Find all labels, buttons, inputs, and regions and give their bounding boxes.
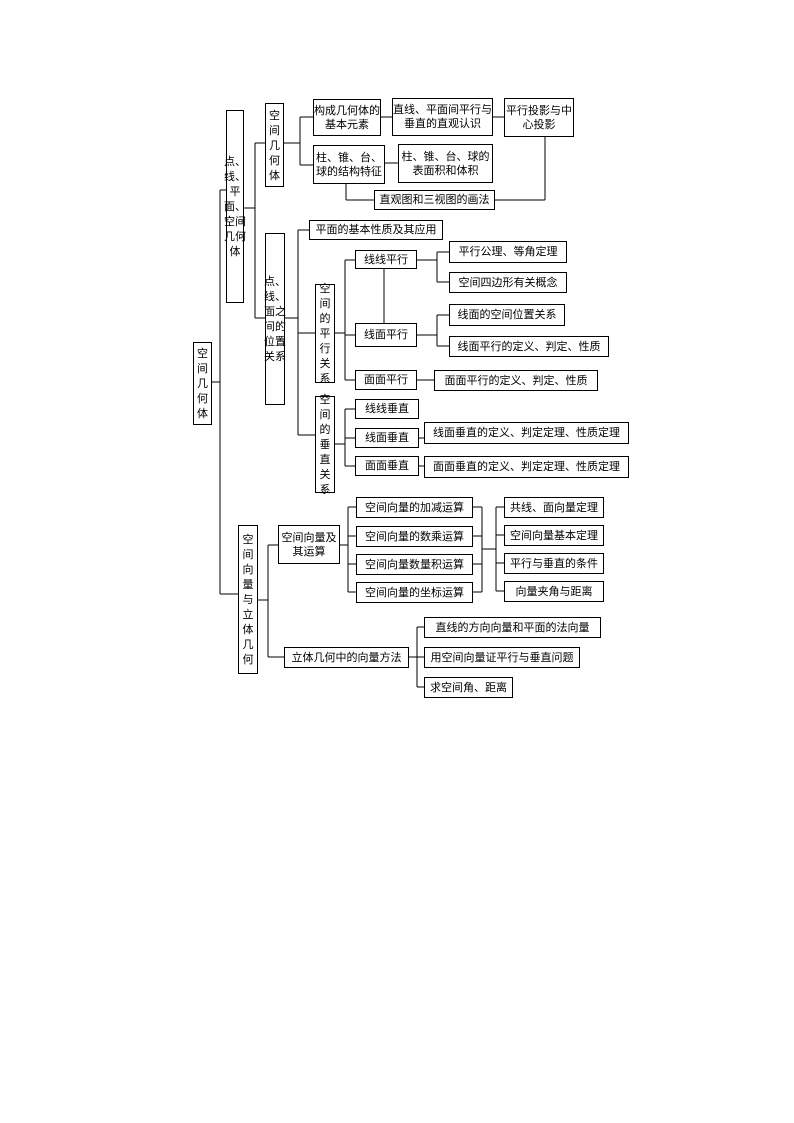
node-vector-scalar-multiply: 空间向量的数乘运算 <box>356 526 473 547</box>
node-line-line-parallel: 线线平行 <box>355 250 417 269</box>
node-vector-operations: 空间向量及其运算 <box>278 525 340 564</box>
node-plane-plane-parallel: 面面平行 <box>355 370 417 390</box>
node-line-line-perpendicular: 线线垂直 <box>355 399 419 419</box>
node-parallel-axiom: 平行公理、等角定理 <box>449 241 567 263</box>
node-spatial-quadrilateral: 空间四边形有关概念 <box>449 272 567 293</box>
node-drawing-methods: 直观图和三视图的画法 <box>374 190 495 210</box>
node-projection: 平行投影与中心投影 <box>504 98 574 137</box>
root-node: 空间几何体 <box>193 342 212 425</box>
node-solid-geometry: 空间几何体 <box>265 103 284 187</box>
node-plane-plane-perpendicular-def: 面面垂直的定义、判定定理、性质定理 <box>424 456 629 478</box>
node-perpendicular-relations: 空间的垂直关系 <box>315 393 335 496</box>
node-vector-methods: 立体几何中的向量方法 <box>284 647 409 668</box>
node-plane-basic-properties: 平面的基本性质及其应用 <box>309 220 443 240</box>
node-parallel-perpendicular-conditions: 平行与垂直的条件 <box>504 553 604 574</box>
branch-points-lines-planes: 点、线、平面、空间几何体 <box>224 110 246 303</box>
node-vector-basis-theorem: 空间向量基本定理 <box>504 525 604 546</box>
node-angle-distance: 向量夹角与距离 <box>504 581 604 602</box>
node-vector-add-subtract: 空间向量的加减运算 <box>356 497 473 518</box>
branch-space-vectors: 空间向量与立体几何 <box>238 525 258 674</box>
node-vector-dot-product: 空间向量数量积运算 <box>356 554 473 575</box>
node-vector-coordinate-operations: 空间向量的坐标运算 <box>356 582 473 603</box>
node-line-plane-position: 线面的空间位置关系 <box>449 304 565 326</box>
node-line-plane-perpendicular-def: 线面垂直的定义、判定定理、性质定理 <box>424 422 629 444</box>
node-line-plane-parallel-def: 线面平行的定义、判定、性质 <box>449 336 609 357</box>
node-collinear-coplanar-theorem: 共线、面向量定理 <box>504 497 604 518</box>
node-plane-plane-parallel-def: 面面平行的定义、判定、性质 <box>434 370 598 391</box>
node-prove-parallel-perpendicular: 用空间向量证平行与垂直问题 <box>424 647 580 668</box>
node-basic-elements: 构成几何体的基本元素 <box>313 99 381 136</box>
node-angles-distances: 求空间角、距离 <box>424 677 513 698</box>
node-line-plane-parallel: 线面平行 <box>355 323 417 347</box>
node-line-plane-perpendicular: 线面垂直 <box>355 428 419 448</box>
node-positional-relations: 点、线、面之间的位置关系 <box>264 233 286 405</box>
node-direction-normal-vectors: 直线的方向向量和平面的法向量 <box>424 617 601 638</box>
node-surface-area-volume: 柱、锥、台、球的表面积和体积 <box>398 144 493 183</box>
node-structure-features: 柱、锥、台、球的结构特征 <box>313 145 385 184</box>
node-parallel-perpendicular-intuition: 直线、平面间平行与垂直的直观认识 <box>392 98 493 136</box>
node-plane-plane-perpendicular: 面面垂直 <box>355 456 419 476</box>
node-parallel-relations: 空间的平行关系 <box>315 282 335 385</box>
